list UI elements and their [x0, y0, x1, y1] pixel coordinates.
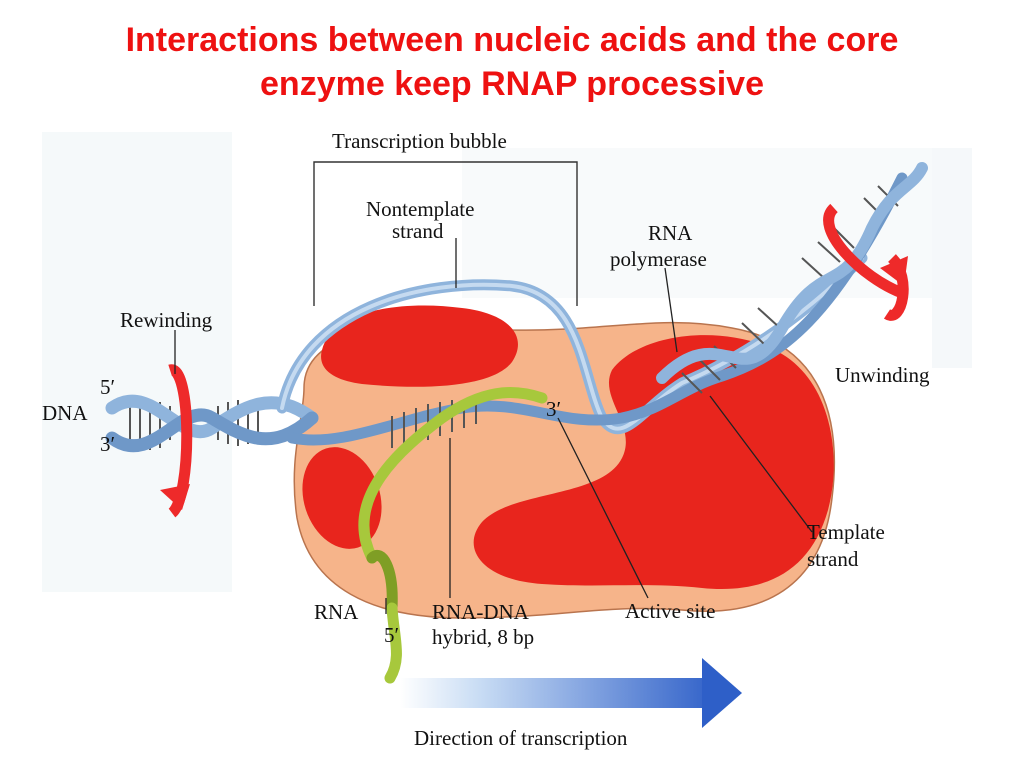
slide-title: Interactions between nucleic acids and t… — [0, 18, 1024, 106]
downstream-dna-helix — [656, 162, 928, 394]
label-nontemplate-strand-1: Nontemplate — [366, 197, 474, 221]
upstream-dna-helix — [105, 394, 319, 453]
label-five-prime-dna: 5′ — [100, 375, 115, 399]
slide-title-line-2: enzyme keep RNAP processive — [260, 65, 764, 103]
label-active-site: Active site — [625, 599, 715, 623]
label-five-prime-rna: 5′ — [384, 623, 399, 647]
label-rna: RNA — [314, 600, 359, 624]
label-template-strand-1: Template — [807, 520, 885, 544]
label-unwinding: Unwinding — [835, 363, 930, 387]
label-rna-polymerase-2: polymerase — [610, 247, 707, 271]
label-rna-dna-hybrid-2: hybrid, 8 bp — [432, 625, 534, 649]
diagram-canvas: Transcription bubble Nontemplate strand … — [42, 129, 972, 750]
label-rewinding: Rewinding — [120, 308, 213, 332]
unwinding-rotation-arrow — [823, 203, 909, 321]
direction-arrow — [400, 658, 742, 728]
transcription-bubble-bracket — [313, 161, 578, 306]
leader-lines — [174, 238, 813, 614]
transcription-diagram: Transcription bubble Nontemplate strand … — [42, 118, 972, 760]
rna-polymerase-enzyme — [293, 305, 836, 619]
label-rna-polymerase-1: RNA — [648, 221, 693, 245]
label-template-strand-2: strand — [807, 547, 859, 571]
template-strand — [286, 172, 908, 446]
label-rna-dna-hybrid-1: RNA-DNA — [432, 600, 530, 624]
label-nontemplate-strand-2: strand — [392, 219, 444, 243]
rna-strand — [358, 387, 548, 684]
rewinding-rotation-arrow — [160, 364, 193, 518]
label-transcription-bubble: Transcription bubble — [332, 129, 507, 153]
label-three-prime-rna: 3′ — [546, 397, 561, 421]
slide-title-line-1: Interactions between nucleic acids and t… — [125, 21, 899, 59]
label-direction-of-transcription: Direction of transcription — [414, 726, 628, 750]
label-dna: DNA — [42, 401, 88, 425]
label-three-prime-dna: 3′ — [100, 432, 115, 456]
